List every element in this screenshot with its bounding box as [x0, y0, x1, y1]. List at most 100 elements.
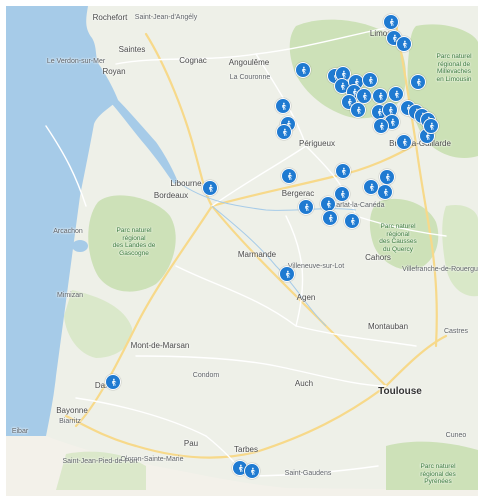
trail-marker[interactable] [276, 124, 292, 140]
hiker-icon [236, 464, 245, 473]
hiker-icon [354, 106, 363, 115]
trail-marker[interactable] [356, 88, 372, 104]
place-label: Brive-la-Gaillarde [389, 139, 451, 148]
forest-landes [88, 195, 176, 292]
trail-marker[interactable] [202, 180, 218, 196]
place-label: Bayonne [56, 406, 88, 415]
place-label: Marmande [237, 250, 277, 259]
trail-marker[interactable] [373, 118, 389, 134]
hiker-icon [279, 102, 288, 111]
trail-marker[interactable] [295, 62, 311, 78]
place-label: Saint-Gaudens [284, 470, 332, 477]
trail-marker[interactable] [275, 98, 291, 114]
place-label: Cahors [365, 253, 391, 262]
trail-marker[interactable] [388, 86, 404, 102]
trail-marker[interactable] [350, 102, 366, 118]
hiker-icon [376, 92, 385, 101]
gironde-estuary [112, 98, 178, 184]
hiker-icon [381, 188, 390, 197]
trail-marker[interactable] [396, 134, 412, 150]
trail-marker[interactable] [362, 72, 378, 88]
hiker-icon [414, 78, 423, 87]
hiker-icon [366, 76, 375, 85]
place-label: Saint-Jean-d'Angély [134, 14, 198, 21]
place-label: Castres [443, 328, 469, 335]
hiker-icon [339, 70, 348, 79]
hiker-icon [338, 190, 347, 199]
hiker-icon [388, 118, 397, 127]
place-label: Oloron-Sainte-Marie [120, 456, 184, 463]
park-label: Parc naturel régional de Millevaches en … [436, 53, 472, 83]
hiker-icon [350, 88, 359, 97]
park-label: Parc naturel régional des Landes de Gasc… [112, 227, 156, 257]
hiker-icon [324, 200, 333, 209]
forest-right-edge [442, 204, 478, 297]
hiker-icon [283, 270, 292, 279]
hiker-icon [360, 92, 369, 101]
trail-marker[interactable] [298, 199, 314, 215]
forest-quercy [369, 198, 439, 270]
place-label: Agen [296, 293, 316, 302]
trail-marker[interactable] [377, 184, 393, 200]
place-label: Condom [192, 372, 220, 379]
hiker-icon [386, 106, 395, 115]
trail-marker[interactable] [379, 169, 395, 185]
hiker-icon [390, 34, 399, 43]
trail-marker[interactable] [423, 118, 439, 134]
hiker-icon [387, 18, 396, 27]
trail-marker[interactable] [344, 213, 360, 229]
hiker-icon [375, 108, 384, 117]
trail-marker[interactable] [396, 36, 412, 52]
trail-marker[interactable] [105, 374, 121, 390]
hiker-icon [285, 172, 294, 181]
park-label: Parc naturel régional des Causses du Que… [379, 223, 417, 253]
place-label: Biarritz [59, 418, 81, 425]
trail-marker[interactable] [334, 186, 350, 202]
park-label: Parc naturel régional des Pyrénées [420, 462, 456, 485]
hiker-icon [427, 122, 436, 131]
hiker-icon [206, 184, 215, 193]
place-label: Périgueux [298, 139, 336, 148]
place-label: Limoges [369, 29, 401, 38]
place-label: Cognac [179, 56, 207, 65]
place-label: Bergerac [281, 189, 315, 198]
roads [45, 27, 447, 477]
hiker-icon [377, 122, 386, 131]
place-label: Libourne [170, 179, 202, 188]
arcachon-basin [72, 240, 88, 252]
trail-marker[interactable] [322, 210, 338, 226]
hiker-icon [326, 214, 335, 223]
hiker-icon [400, 40, 409, 49]
trail-marker[interactable] [335, 163, 351, 179]
place-label: Dax [94, 381, 110, 390]
hiker-icon [400, 138, 409, 147]
place-label: Sarlat-la-Canéda [331, 202, 385, 209]
hiker-icon [383, 173, 392, 182]
hiker-icon [248, 467, 257, 476]
hiker-icon [339, 167, 348, 176]
trail-marker[interactable] [383, 14, 399, 30]
trail-marker[interactable] [410, 74, 426, 90]
place-label: Arcachon [53, 228, 83, 235]
forest-landes-south [64, 290, 133, 358]
place-label: Bordeaux [153, 191, 189, 200]
place-label: Rochefort [92, 13, 128, 22]
place-label: Cuneo [445, 432, 467, 439]
place-label: Mont-de-Marsan [130, 341, 190, 350]
ocean [6, 6, 118, 436]
place-label: Angoulême [228, 58, 270, 67]
place-label: Saint-Jean-Pied-de-Port [62, 458, 138, 465]
trail-marker[interactable] [372, 88, 388, 104]
place-label: Auch [294, 379, 314, 388]
trail-marker[interactable] [244, 463, 260, 479]
forest-pyrenees-west [56, 451, 146, 490]
trail-marker[interactable] [279, 266, 295, 282]
place-label: Pau [183, 439, 199, 448]
place-label: Royan [102, 67, 126, 76]
trail-marker[interactable] [281, 168, 297, 184]
hiker-icon [345, 98, 354, 107]
hiker-icon [392, 90, 401, 99]
trail-marker[interactable] [363, 179, 379, 195]
place-label: Le Verdon-sur-Mer [46, 58, 106, 65]
